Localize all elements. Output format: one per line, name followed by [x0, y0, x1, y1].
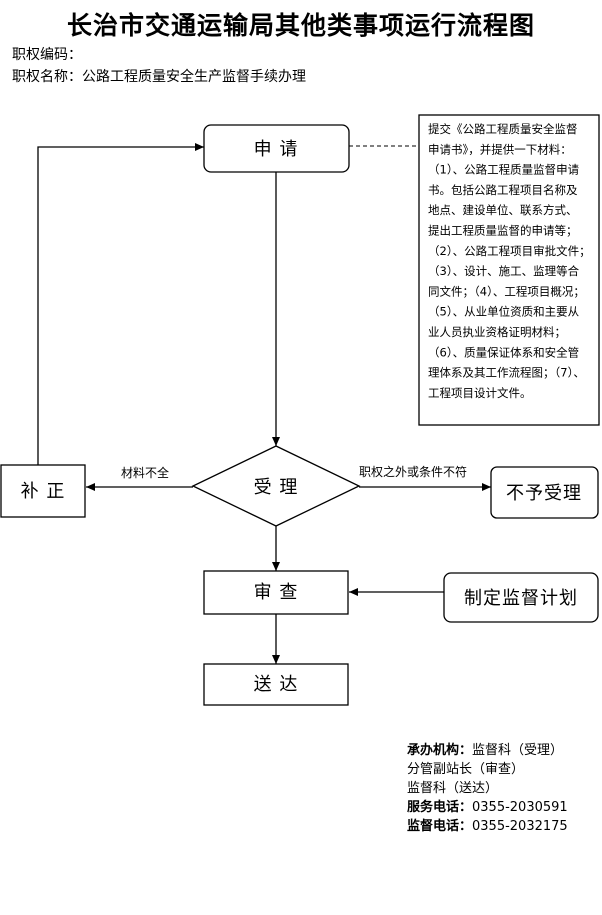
- materials-note-line: 工程项目设计文件。: [428, 386, 532, 400]
- plan-node-label: 制定监督计划: [464, 588, 578, 609]
- materials-note-line: （1）、公路工程质量监督申请: [428, 163, 580, 177]
- materials-note-line: 书。包括公路工程项目名称及: [428, 183, 578, 197]
- reject-node: 不予受理: [490, 466, 599, 519]
- authority-name: 职权名称：公路工程质量安全生产监督手续办理: [12, 66, 306, 86]
- review-node-label: 审 查: [254, 582, 299, 603]
- correct-node-label: 补 正: [21, 481, 66, 502]
- supervise-phone: 监督电话：0355-2032175: [407, 817, 568, 836]
- service-phone-value: 0355-2030591: [472, 800, 568, 815]
- reject-node-label: 不予受理: [506, 483, 582, 504]
- authority-code-label: 职权编码：: [12, 47, 82, 63]
- authority-name-label: 职权名称：: [12, 69, 82, 85]
- dept-line-2: 分管副站长（审查）: [407, 762, 525, 777]
- materials-note-line: 业人员执业资格证明材料；: [428, 325, 566, 339]
- edge-label-incomplete: 材料不全: [121, 465, 169, 480]
- materials-note-line: 提交《公路工程质量安全监督: [428, 122, 578, 136]
- deliver-node-label: 送 达: [254, 674, 299, 695]
- contact-info: 承办机构：监督科（受理） 分管副站长（审查） 监督科（送达） 服务电话：0355…: [407, 741, 568, 836]
- materials-note-line: （3）、设计、施工、监理等合: [428, 264, 580, 278]
- deliver-node: 送 达: [203, 663, 349, 706]
- materials-note-line: （6）、质量保证体系和安全管: [428, 345, 579, 359]
- accept-node: 受 理: [191, 445, 361, 527]
- edge-label-out-of-scope: 职权之外或条件不符: [359, 464, 467, 479]
- page-title: 长治市交通运输局其他类事项运行流程图: [66, 11, 535, 40]
- materials-note-text: 提交《公路工程质量安全监督申请书》，并提供一下材料： （1）、公路工程质量监督申请…: [428, 122, 591, 400]
- service-phone-label: 服务电话：: [407, 800, 473, 815]
- plan-node: 制定监督计划: [443, 572, 599, 623]
- correct-node: 补 正: [0, 464, 86, 518]
- service-phone: 服务电话：0355-2030591: [407, 798, 568, 817]
- undertaking-dept: 承办机构：监督科（受理）: [407, 741, 568, 760]
- apply-node: 申 请: [203, 124, 350, 173]
- materials-note-line: 理体系及其工作流程图；（7）、: [428, 366, 585, 380]
- review-node: 审 查: [203, 570, 349, 615]
- materials-note-line: 地点、建设单位、联系方式、: [428, 203, 578, 217]
- materials-note: 提交《公路工程质量安全监督申请书》，并提供一下材料： （1）、公路工程质量监督申请…: [418, 114, 600, 426]
- materials-note-line: 提出工程质量监督的申请等；: [428, 224, 578, 238]
- materials-note-line: （2）、公路工程项目审批文件；: [428, 244, 591, 258]
- accept-node-label: 受 理: [254, 477, 299, 498]
- materials-note-line: 同文件；（4）、工程项目概况；: [428, 284, 585, 298]
- arrow-correct-to-apply: [37, 143, 204, 465]
- supervise-phone-label: 监督电话：: [407, 819, 473, 834]
- dept-value: 监督科（受理）: [472, 743, 564, 758]
- apply-node-label: 申 请: [254, 139, 299, 160]
- supervise-phone-value: 0355-2032175: [472, 819, 568, 834]
- authority-name-value: 公路工程质量安全生产监督手续办理: [82, 69, 306, 85]
- materials-note-line: （5）、从业单位资质和主要从: [428, 305, 580, 319]
- materials-note-line: 申请书》，并提供一下材料：: [428, 142, 572, 156]
- dept-line-3: 监督科（送达）: [407, 781, 499, 796]
- dept-label: 承办机构：: [407, 743, 473, 758]
